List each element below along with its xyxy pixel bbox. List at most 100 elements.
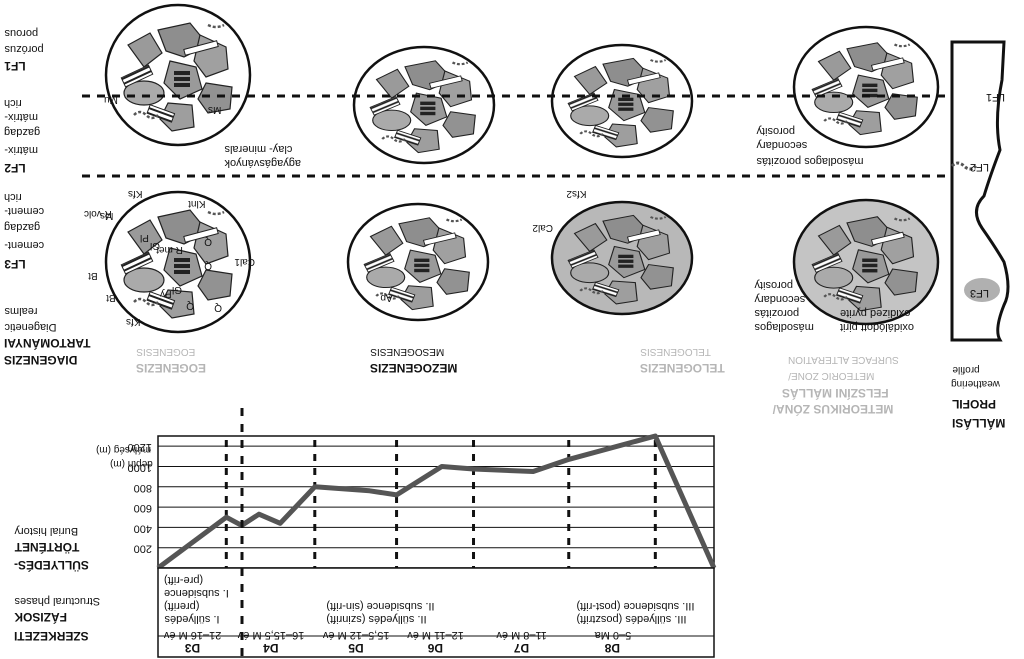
phase-code-D4: D4 — [263, 641, 279, 655]
label-lf3-cement-hu: cement- — [4, 239, 44, 251]
profile-label-lf3: LF3 — [970, 287, 989, 299]
phase-code-D6: D6 — [427, 641, 443, 655]
mineral-label-12: Gl — [150, 240, 160, 251]
thin-section-lf1-eogenesis — [104, 3, 252, 147]
phase-code-D3: D3 — [184, 641, 200, 655]
mineral-label-3: R volc — [84, 208, 112, 219]
mineral-label-1: Kfs — [128, 188, 142, 199]
stage-telogenesis-hu: TELOGENEZIS — [640, 361, 725, 375]
y-tick-200: 200 — [134, 543, 152, 555]
mineral-label-20: Ap — [380, 292, 393, 303]
label-realms-hu: TARTOMÁNYAI — [4, 336, 90, 351]
label-burial-en: Burial history — [14, 525, 78, 537]
mineral-label-16: Q — [186, 300, 194, 311]
stage-telogenesis-en: TELOGENESIS — [640, 346, 711, 357]
stage-meteoric-hu: METEORIKUS ZÓNA/ — [772, 402, 893, 417]
label-lf3-rich-hu: gazdag — [4, 221, 40, 233]
label-lf3-cement-en: cement- — [4, 205, 44, 217]
burial-depth-line — [156, 433, 717, 571]
mineral-label-19: Q — [214, 302, 222, 313]
label-lf3: LF3 — [4, 257, 26, 271]
mineral-label-4: Ms — [100, 210, 113, 221]
label-profile-hu1: MÁLLÁSI — [952, 416, 1005, 431]
phase-code-D8: D8 — [604, 641, 620, 655]
profile-label-lf2: LF2 — [970, 161, 989, 173]
phase-note-D3-4: (pre-rift) — [164, 574, 203, 586]
label-diagenesis-hu: DIAGENEZIS — [4, 353, 77, 367]
label-clay-en: clay- minerals — [224, 143, 292, 155]
mineral-label-14: Q — [204, 236, 212, 247]
label-structural-en: Structural phases — [14, 595, 100, 607]
phase-age-D5: 15,5–12 M év — [322, 629, 389, 641]
mineral-label-13: R met — [156, 244, 183, 255]
label-profile-en1: weathering — [951, 378, 1001, 389]
phase-note-D7-1: III. süllyedés (posztrift) — [576, 613, 686, 625]
y-tick-1000: 1000 — [128, 461, 152, 473]
mineral-label-6: Bt — [106, 292, 116, 303]
label-clay-hu: agyagásványok — [224, 157, 301, 169]
label-burial-hu2: TÖRTÉNET — [14, 540, 79, 555]
mineral-label-17: Mu — [104, 94, 118, 105]
thin-section-lf3-mesogenesis — [346, 202, 490, 322]
stage-surface-hu: FELSZÍNI MÁLLÁS — [782, 386, 889, 401]
label-lf3-rich-en: rich — [4, 191, 22, 203]
label-lf2-matrix-en: mátrix- — [4, 111, 38, 123]
label-structural-hu1: SZERKEZETI — [14, 629, 89, 643]
label-lf2-rich-en: rich — [4, 97, 22, 109]
y-tick-400: 400 — [134, 522, 152, 534]
stage-meteoric-en: METEORIC ZONE/ — [788, 370, 874, 381]
y-tick-1200: 1200 — [128, 441, 152, 453]
label-secondary-bottom-en2: porosity — [754, 279, 793, 291]
label-profile-en2: profile — [952, 364, 980, 375]
thin-section-lf3-telogenesis — [550, 200, 694, 316]
mineral-label-8: Cal1 — [234, 256, 255, 267]
mineral-label-9: Py — [160, 288, 172, 299]
profile-label-lf1: LF1 — [986, 91, 1005, 103]
phase-code-D5: D5 — [348, 641, 364, 655]
y-axis-label-en: depth (m) — [110, 458, 153, 469]
label-lf1: LF1 — [4, 59, 26, 73]
label-secondary-top-en2: porosity — [756, 125, 795, 137]
phase-note-D5-1: II. süllyedés (szinrift) — [326, 613, 426, 625]
mineral-label-18: Ms — [208, 104, 221, 115]
label-secondary-bottom-en1: secondary — [754, 293, 805, 305]
label-pyrite-en: oxidized pyrite — [840, 307, 910, 319]
label-secondary-bottom-hu2: porozitás — [754, 307, 799, 319]
label-structural-hu2: FÁZISOK — [14, 610, 67, 625]
thin-section-lf1-mesogenesis — [352, 45, 496, 165]
mineral-label-5: Bt — [88, 270, 98, 281]
stage-eogenesis-hu: EOGENEZIS — [136, 361, 206, 375]
label-secondary-top-hu: másodlagos porozitás — [756, 155, 864, 167]
phase-code-D7: D7 — [513, 641, 529, 655]
weathering-profile-column — [950, 40, 1010, 342]
label-lf2: LF2 — [4, 161, 26, 175]
thin-section-lf1-meteoric — [792, 25, 940, 149]
mineral-label-2: Klnt — [188, 198, 205, 209]
stage-mesogenesis-en: MESOGENESIS — [370, 346, 444, 357]
stage-surface-en: SURFACE ALTERATION — [788, 354, 899, 365]
mineral-label-7: Gl — [172, 284, 182, 295]
structural-phases-table — [157, 567, 715, 658]
label-burial-hu1: SÜLLYEDÉS- — [14, 558, 89, 573]
label-diagenetic-en: Diagenetic — [4, 321, 56, 333]
phase-note-D3-3: I. subsidence — [164, 587, 229, 599]
label-realms-en: realms — [4, 305, 38, 317]
phase-age-D6: 12–11 M év — [407, 629, 464, 641]
label-profile-hu2: PROFIL — [952, 397, 996, 411]
stage-mesogenesis-hu: MEZOGENEZIS — [370, 361, 457, 375]
phase-note-D7-2: III. subsidence (post-rift) — [576, 600, 694, 612]
y-tick-600: 600 — [134, 502, 152, 514]
phase-age-D7: 11–8 M év — [496, 629, 547, 641]
mineral-label-15: Q — [204, 260, 212, 271]
phase-age-D8: 5–0 Ma — [594, 629, 632, 641]
y-axis-label-hu: mélység (m) — [96, 444, 151, 455]
label-secondary-bottom-hu1: másodlagos — [754, 321, 814, 333]
mineral-label-21: Cal2 — [532, 222, 553, 233]
phase-note-D3-1: I. süllyedés — [164, 613, 220, 625]
label-lf2-matrix-hu: mátrix- — [4, 144, 38, 156]
label-lf1-porous-en: porous — [4, 27, 38, 39]
mineral-label-22: Kfs2 — [566, 188, 586, 199]
stage-eogenesis-en: EOGENESIS — [136, 346, 195, 357]
phase-note-D3-2: (prerift) — [164, 600, 199, 612]
